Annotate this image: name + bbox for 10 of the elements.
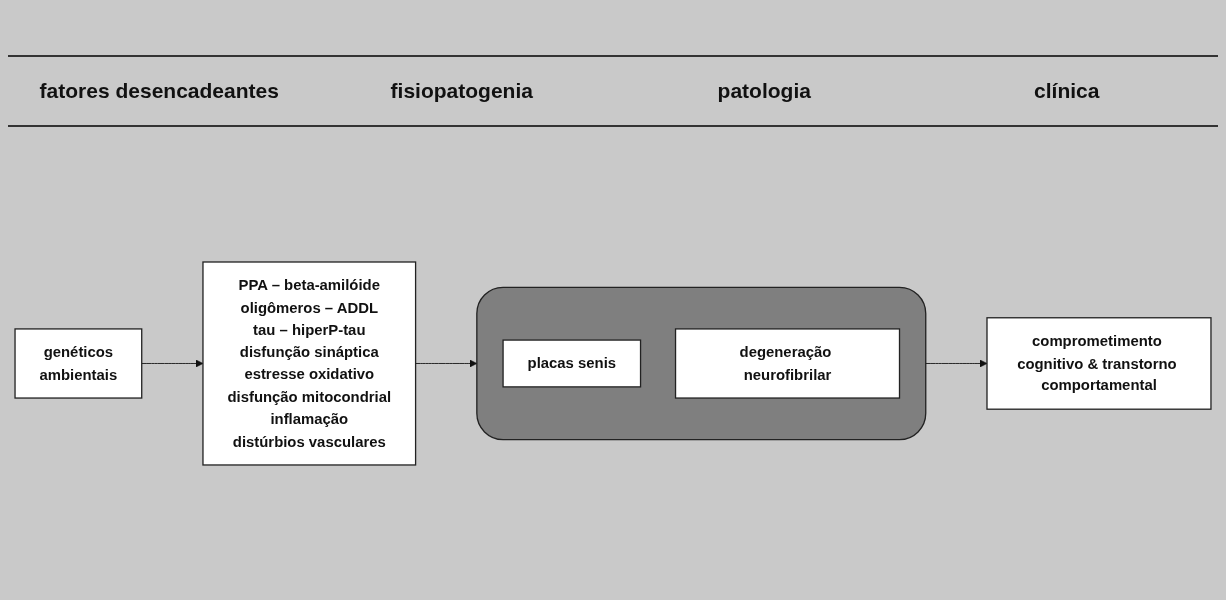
node-box: comprometimento cognitivo & transtorno comportamental <box>986 317 1212 410</box>
column-heading: fisiopatogenia <box>389 79 534 103</box>
node-box: PPA – beta-amilóide oligômeros – ADDL tau – hiperP-tau disfunção sináptica estresse oxidativo disfunção mitocondrial inflamação distúrbios vasculares <box>202 261 417 466</box>
column-heading: clínica <box>1033 79 1101 103</box>
column-heading: fatores desencadeantes <box>38 79 280 103</box>
column-heading: patologia <box>716 79 812 103</box>
node-box: degeneração neurofibrilar <box>674 328 901 399</box>
cluster <box>476 286 927 441</box>
node-box: genéticos ambientais <box>14 328 143 399</box>
node-box: placas senis <box>502 339 642 388</box>
